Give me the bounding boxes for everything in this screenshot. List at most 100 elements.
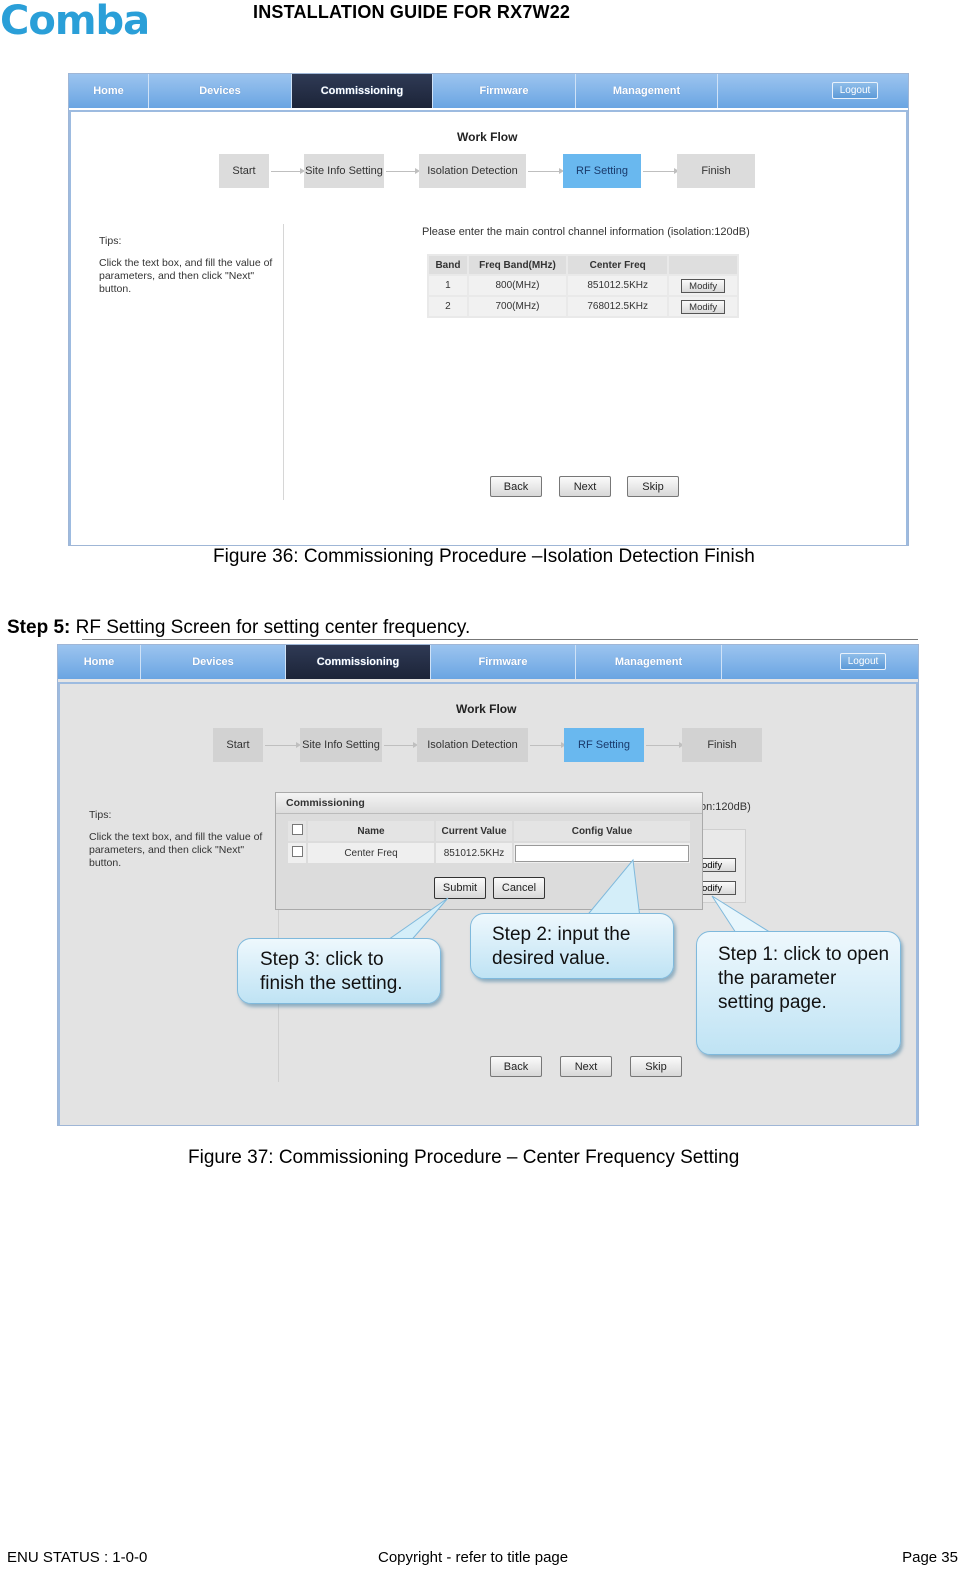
nav-home[interactable]: Home	[69, 74, 149, 108]
nav-firmware[interactable]: Firmware	[433, 74, 576, 108]
config-value-input[interactable]	[515, 844, 689, 862]
wf-step-rf-setting: RF Setting	[563, 154, 641, 188]
skip-button[interactable]: Skip	[627, 476, 679, 497]
nav-commissioning[interactable]: Commissioning	[286, 645, 431, 679]
top-nav: Home Devices Commissioning Firmware Mana…	[69, 74, 908, 108]
wf-arrow	[271, 168, 305, 174]
content-area: Work Flow Start Site Info Setting Isolat…	[69, 110, 908, 545]
callout-step3: Step 3: click to finish the setting.	[237, 938, 441, 1004]
callout-pointer-step2	[583, 858, 641, 919]
current-value-cell: 851012.5KHz	[436, 843, 512, 863]
nav-spacer: Logout	[722, 645, 918, 679]
wf-arrow	[384, 742, 418, 748]
comba-logo: Comba	[0, 0, 185, 44]
step5-text: RF Setting Screen for setting center fre…	[70, 617, 471, 638]
select-all-checkbox[interactable]	[291, 824, 303, 835]
wf-arrow	[643, 168, 679, 174]
freq-band-cell: 800(MHz)	[468, 276, 567, 295]
param-table: Name Current Value Config Value Center F…	[286, 819, 692, 865]
back-button[interactable]: Back	[490, 476, 542, 497]
name-col-header: Name	[308, 821, 434, 841]
action-cell: Modify	[669, 276, 737, 295]
wf-arrow	[528, 168, 564, 174]
current-value-col-header: Current Value	[436, 821, 512, 841]
wf-arrow	[646, 742, 684, 748]
workflow-title: Work Flow	[457, 130, 518, 144]
config-value-cell	[514, 843, 690, 863]
divider	[82, 639, 918, 640]
wf-step-isolation: Isolation Detection	[417, 728, 528, 762]
freq-band-cell: 700(MHz)	[468, 297, 567, 316]
nav-spacer: Logout	[718, 74, 908, 108]
band-cell: 2	[429, 297, 467, 316]
figure-37-caption: Figure 37: Commissioning Procedure – Cen…	[188, 1147, 740, 1168]
tips-text: Click the text box, and fill the value o…	[89, 831, 263, 869]
freq-band-col-header: Freq Band(MHz)	[468, 256, 567, 274]
tips-title: Tips:	[99, 235, 122, 247]
center-freq-col-header: Center Freq	[568, 256, 668, 274]
submit-button[interactable]: Submit	[434, 877, 486, 899]
step5-label: Step 5:	[7, 617, 71, 638]
skip-button[interactable]: Skip	[630, 1056, 682, 1077]
band-col-header: Band	[429, 256, 467, 274]
band-table-partial: odify odify	[700, 829, 746, 903]
band-table: Band Freq Band(MHz) Center Freq 1 800(MH…	[427, 254, 739, 318]
wf-step-finish: Finish	[677, 154, 755, 188]
nav-management[interactable]: Management	[576, 74, 718, 108]
content-area: Work Flow Start Site Info Setting Isolat…	[58, 682, 918, 1125]
name-cell: Center Freq	[308, 843, 434, 863]
select-cell	[288, 843, 306, 863]
nav-commissioning[interactable]: Commissioning	[292, 74, 433, 108]
tips-text: Click the text box, and fill the value o…	[99, 257, 273, 295]
tips-title: Tips:	[89, 809, 112, 821]
row-checkbox[interactable]	[291, 846, 303, 857]
modify-button[interactable]: odify	[701, 858, 736, 872]
nav-home[interactable]: Home	[58, 645, 141, 679]
band-cell: 1	[429, 276, 467, 295]
callout-step1: Step 1: click to open the parameter sett…	[696, 931, 901, 1055]
wf-arrow	[386, 168, 420, 174]
cancel-button[interactable]: Cancel	[493, 877, 545, 899]
callout-step2: Step 2: input the desired value.	[470, 913, 674, 979]
logout-button[interactable]: Logout	[840, 653, 886, 670]
nav-devices[interactable]: Devices	[141, 645, 286, 679]
wf-step-isolation: Isolation Detection	[419, 154, 526, 188]
table-row: 2 700(MHz) 768012.5KHz Modify	[429, 297, 737, 316]
center-freq-cell: 768012.5KHz	[568, 297, 668, 316]
nav-devices[interactable]: Devices	[149, 74, 292, 108]
callout-pointer-step1	[711, 895, 778, 937]
wf-arrow	[530, 742, 566, 748]
config-value-col-header: Config Value	[514, 821, 690, 841]
footer-status: ENU STATUS : 1-0-0	[7, 1549, 148, 1566]
center-freq-cell: 851012.5KHz	[568, 276, 668, 295]
wf-step-start: Start	[219, 154, 269, 188]
wf-step-site-info: Site Info Setting	[300, 728, 382, 762]
modify-button[interactable]: Modify	[681, 299, 726, 314]
back-button[interactable]: Back	[490, 1056, 542, 1077]
dialog-title: Commissioning	[276, 793, 702, 814]
nav-firmware[interactable]: Firmware	[431, 645, 576, 679]
workflow-title: Work Flow	[456, 702, 517, 716]
divider	[283, 224, 284, 500]
modify-button[interactable]: Modify	[681, 278, 726, 293]
footer-page-number: Page 35	[902, 1549, 958, 1566]
figure-36-caption: Figure 36: Commissioning Procedure –Isol…	[213, 546, 755, 567]
logo-text: Comba	[0, 0, 149, 42]
table-row: Center Freq 851012.5KHz	[288, 843, 690, 863]
figure-36-screenshot: Home Devices Commissioning Firmware Mana…	[68, 73, 909, 546]
wf-step-finish: Finish	[682, 728, 762, 762]
channel-prompt: Please enter the main control channel in…	[422, 226, 750, 238]
logout-button[interactable]: Logout	[832, 82, 878, 99]
figure-37-screenshot: Home Devices Commissioning Firmware Mana…	[57, 644, 919, 1126]
next-button[interactable]: Next	[559, 476, 611, 497]
wf-step-site-info: Site Info Setting	[304, 154, 384, 188]
footer-copyright: Copyright - refer to title page	[378, 1549, 569, 1566]
next-button[interactable]: Next	[560, 1056, 612, 1077]
wf-arrow	[265, 742, 301, 748]
table-row: 1 800(MHz) 851012.5KHz Modify	[429, 276, 737, 295]
select-col-header	[288, 821, 306, 841]
nav-management[interactable]: Management	[576, 645, 722, 679]
step5-heading: Step 5: RF Setting Screen for setting ce…	[7, 617, 470, 639]
action-cell: Modify	[669, 297, 737, 316]
